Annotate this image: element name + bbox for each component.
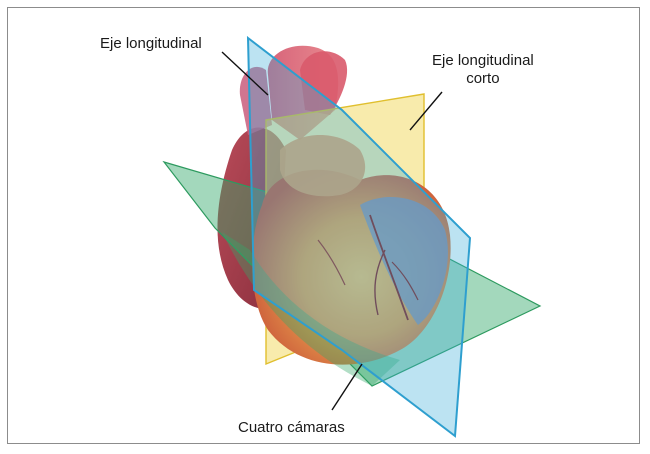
short-axis-label: Eje longitudinal corto	[432, 52, 534, 88]
four-chamber-label: Cuatro cámaras	[238, 419, 345, 437]
short-axis-label-line1: Eje longitudinal	[432, 52, 534, 70]
long-axis-label: Eje longitudinal	[100, 35, 202, 53]
short-axis-label-line2: corto	[432, 70, 534, 88]
